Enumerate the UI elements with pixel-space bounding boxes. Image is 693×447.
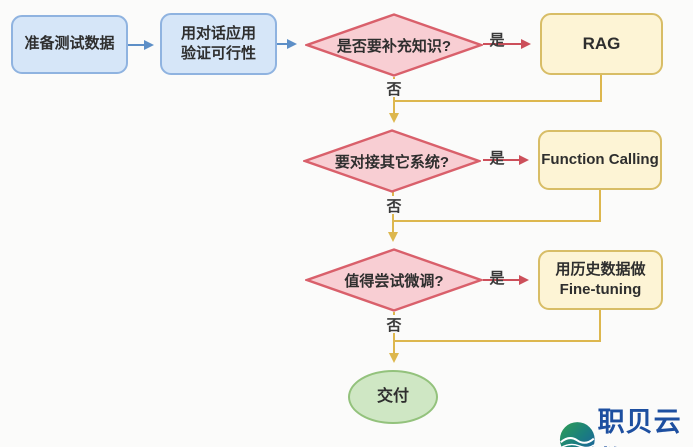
terminal-deliver: 交付 [348,370,438,424]
step-label: 用历史数据做 Fine-tuning [555,260,646,298]
globe-wave-icon [559,421,595,447]
edge-label-no: 否 [384,79,404,98]
edge-finetuning-return [394,310,601,342]
step-label: 准备测试数据 [24,35,115,53]
diamond-shape [305,13,483,77]
step-prepare-test-data: 准备测试数据 [11,15,128,74]
step-label: 用对话应用 验证可行性 [180,24,256,62]
edge-label-yes: 是 [489,149,505,167]
edge-label-yes: 是 [489,269,505,287]
edge-label-no: 否 [384,315,404,334]
step-finetuning-with-history: 用历史数据做 Fine-tuning [538,250,663,310]
step-label: RAG [582,33,621,53]
brand-name: 职贝云数 [597,407,682,447]
step-label: 交付 [376,388,409,406]
decision-connect-other-systems: 要对接其它系统? [303,129,481,193]
decision-label: 值得尝试微调? [344,272,444,290]
diamond-shape [303,129,481,193]
step-rag: RAG [540,13,663,75]
edge-function-calling-return [394,190,601,222]
step-validate-feasibility: 用对话应用 验证可行性 [160,13,277,75]
step-label: Function Calling [541,150,659,168]
edge-label-no: 否 [384,196,404,215]
decision-supplement-knowledge: 是否要补充知识? [305,13,483,77]
brand-logo: 职贝云数 [559,400,693,447]
step-function-calling: Function Calling [538,130,662,190]
diamond-shape [305,248,483,312]
decision-label: 是否要补充知识? [336,37,452,55]
decision-label: 要对接其它系统? [334,153,450,171]
edge-label-yes: 是 [489,31,505,49]
decision-worth-finetuning: 值得尝试微调? [305,248,483,312]
edge-rag-return [394,75,602,102]
